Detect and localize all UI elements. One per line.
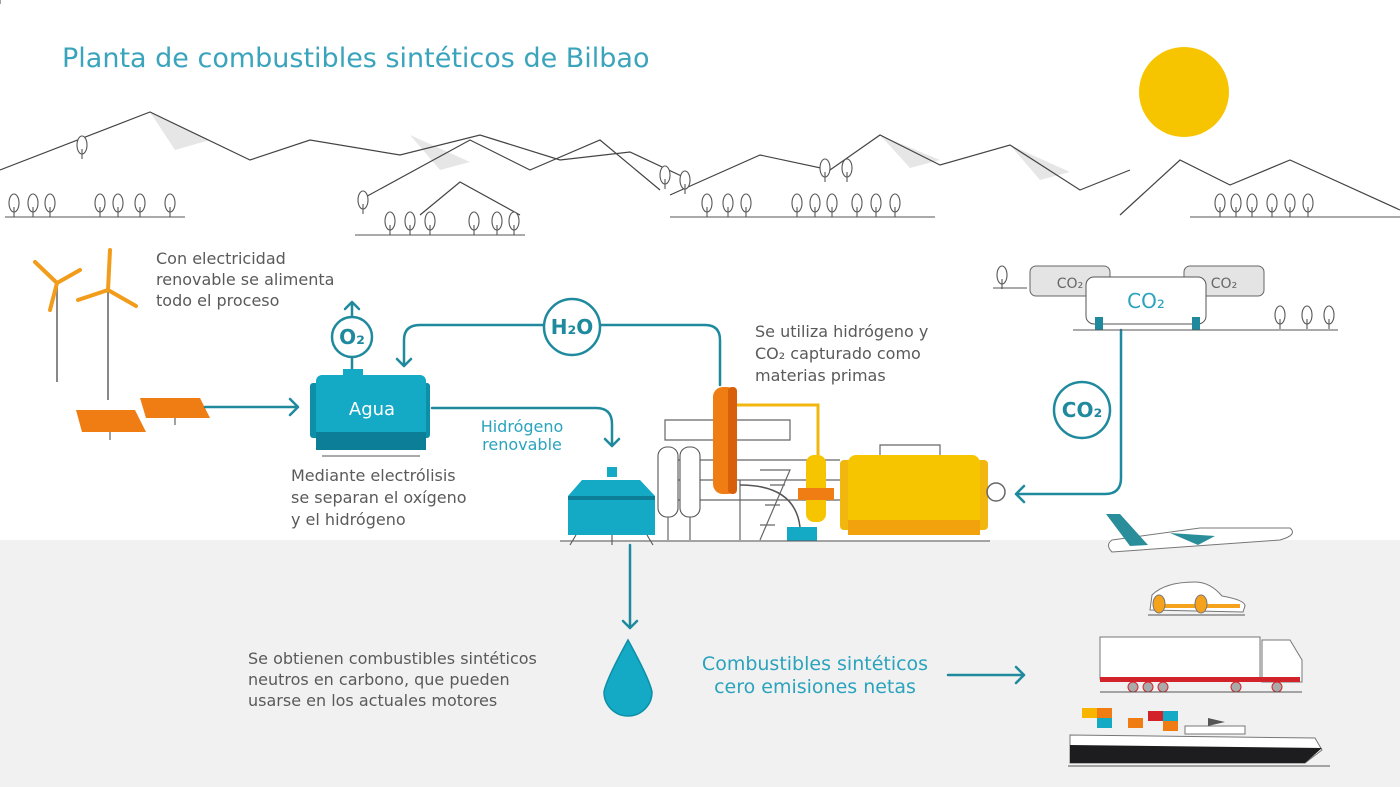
svg-text:Mediante electrólisis: Mediante electrólisis [291, 466, 456, 485]
solar-panel-icon [76, 398, 210, 440]
fuel-drop-icon [603, 638, 653, 717]
svg-text:usarse en los actuales motores: usarse en los actuales motores [248, 691, 497, 710]
svg-text:CO₂: CO₂ [1211, 276, 1237, 292]
svg-text:renovable se alimenta: renovable se alimenta [156, 270, 334, 289]
svg-text:H₂O: H₂O [551, 315, 594, 339]
o2-badge: O₂ [330, 315, 374, 359]
airplane-icon [1106, 514, 1293, 553]
svg-text:y el hidrógeno: y el hidrógeno [291, 510, 406, 529]
svg-text:Con electricidad: Con electricidad [156, 249, 286, 268]
svg-text:materias primas: materias primas [755, 366, 886, 385]
ship-icon [1068, 708, 1330, 767]
svg-text:se separan el oxígeno: se separan el oxígeno [291, 488, 467, 507]
svg-text:CO₂: CO₂ [1057, 276, 1083, 292]
result-caption: Se obtienen combustibles sintéticos neut… [248, 649, 537, 710]
svg-text:CO₂ capturado como: CO₂ capturado como [755, 344, 921, 363]
hydrogen-label: Hidrógeno renovable [481, 417, 564, 454]
page-title: Planta de combustibles sintéticos de Bil… [62, 43, 650, 74]
svg-text:Combustibles sintéticos: Combustibles sintéticos [702, 653, 928, 675]
hydrogen-tank-icon [568, 467, 655, 546]
svg-text:neutros en carbono, que pueden: neutros en carbono, que pueden [248, 670, 510, 689]
synthesis-caption: Se utiliza hidrógeno y CO₂ capturado com… [755, 322, 928, 385]
co2-badge: CO₂ [1052, 380, 1112, 440]
svg-text:Se obtienen combustibles sinté: Se obtienen combustibles sintéticos [248, 649, 537, 668]
svg-text:CO₂: CO₂ [1127, 289, 1165, 313]
svg-text:CO₂: CO₂ [1062, 398, 1102, 422]
outcome-label: Combustibles sintéticos cero emisiones n… [702, 653, 928, 698]
renewable-caption: Con electricidad renovable se alimenta t… [156, 249, 334, 310]
svg-text:Se utiliza hidrógeno y: Se utiliza hidrógeno y [755, 322, 928, 341]
svg-text:renovable: renovable [482, 435, 562, 454]
electrolysis-caption: Mediante electrólisis se separan el oxíg… [291, 466, 467, 529]
svg-text:Hidrógeno: Hidrógeno [481, 417, 564, 436]
truck-icon [1099, 636, 1303, 693]
svg-text:O₂: O₂ [339, 325, 365, 349]
wind-turbine-icon [33, 248, 138, 400]
electrolyzer-tank-icon: Agua [310, 369, 430, 457]
tank-label: Agua [349, 399, 395, 420]
car-icon [1148, 581, 1246, 616]
h2o-badge: H₂O [542, 297, 602, 357]
sun-icon [1139, 47, 1229, 137]
svg-text:todo el proceso: todo el proceso [156, 291, 279, 310]
reactor-icon [560, 387, 1006, 542]
svg-text:cero emisiones netas: cero emisiones netas [714, 676, 916, 698]
co2-storage-icon: CO₂ CO₂ CO₂ [993, 265, 1338, 331]
